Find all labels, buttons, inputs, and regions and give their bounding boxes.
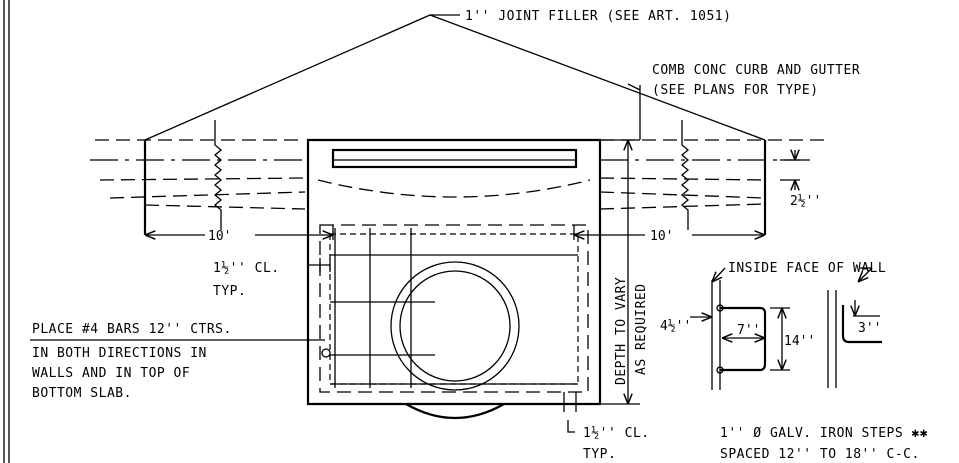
bars-note-line2: IN BOTH DIRECTIONS IN [32, 346, 207, 361]
inside-face-note: INSIDE FACE OF WALL [728, 261, 886, 276]
length-dimensions [145, 225, 765, 240]
clear-top-line2: TYP. [213, 284, 246, 299]
bars-note-line1: PLACE #4 BARS 12'' CTRS. [32, 322, 232, 337]
step-embed-dim: 3'' [858, 321, 881, 336]
reinforcing-bars [321, 228, 578, 388]
curb-gutter-right [599, 120, 830, 235]
bars-note-line3: WALLS AND IN TOP OF [32, 366, 190, 381]
right-length-dim: 10' [650, 229, 673, 244]
bars-note-line4: BOTTOM SLAB. [32, 386, 132, 401]
left-length-dim: 10' [208, 229, 231, 244]
step-detail-l [827, 290, 882, 388]
depth-note-line1: DEPTH TO VARY [614, 277, 629, 385]
curb-gutter-left [90, 120, 306, 235]
pipe-opening [390, 261, 520, 391]
clear-top-line1: 1½'' CL. [213, 261, 280, 276]
depth-dimension [600, 83, 641, 405]
step-detail-u [690, 280, 790, 390]
gutter-depth-dimension [780, 150, 800, 190]
sheet-border [3, 0, 10, 463]
clear-bottom-line2: TYP. [583, 447, 616, 462]
inside-face-leaders [712, 267, 873, 282]
curb-note-line1: COMB CONC CURB AND GUTTER [652, 63, 860, 78]
depth-note-line2: AS REQUIRED [634, 283, 649, 375]
step-height-dim: 14'' [784, 334, 815, 349]
steps-note-line1: 1'' Ø GALV. IRON STEPS ✱✱ [720, 426, 928, 441]
step-depth-dim: 7'' [737, 323, 760, 338]
joint-filler-note: 1'' JOINT FILLER (SEE ART. 1051) [465, 9, 731, 24]
joint-filler-leader [144, 14, 766, 141]
gutter-depth-dim: 2½'' [790, 194, 821, 209]
basin-structure [306, 138, 602, 419]
clear-cover-leaders [30, 258, 577, 433]
steps-note-line2: SPACED 12'' TO 18'' C-C. [720, 447, 920, 462]
step-offset-dim: 4½'' [660, 319, 691, 334]
curb-note-line2: (SEE PLANS FOR TYPE) [652, 83, 819, 98]
clear-bottom-line1: 1½'' CL. [583, 426, 650, 441]
